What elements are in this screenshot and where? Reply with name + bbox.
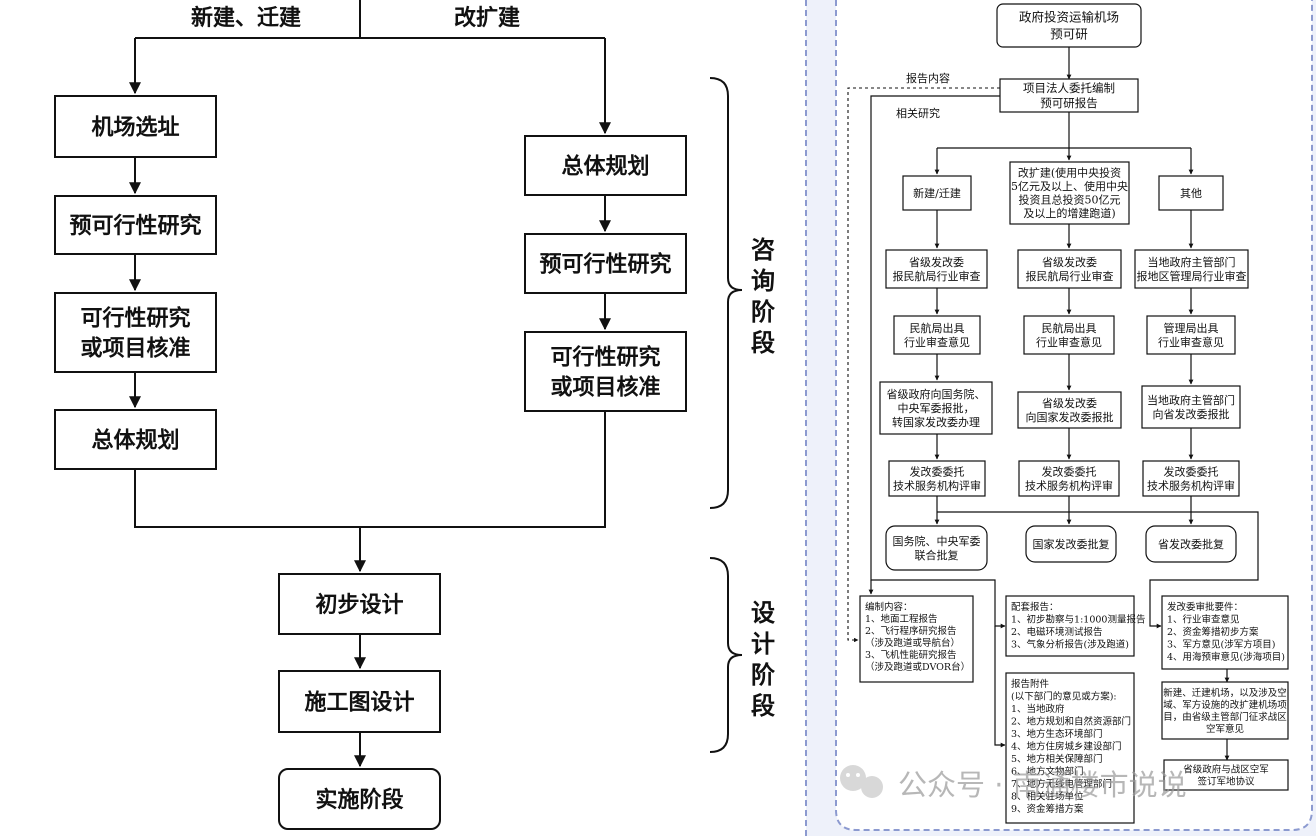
right-top-box: 政府投资运输机场预可研 (996, 3, 1142, 48)
dotted-report-content-link (847, 87, 1000, 643)
col3-step-5-label: 省发改委批复 (1158, 537, 1224, 551)
col3-step-2: 管理局出具行业审查意见 (1146, 315, 1236, 355)
left-new-step-4-label: 总体规划 (91, 427, 179, 453)
col2-step-3-label: 省级发改委向国家发改委报批 (1026, 396, 1114, 424)
label-report-content: 报告内容 (906, 71, 950, 85)
label-related-research: 相关研究 (896, 106, 940, 120)
col1-step-1: 省级发改委报民航局行业审查 (885, 249, 988, 289)
left-new-step-3-label: 可行性研究或项目核准 (80, 305, 190, 361)
left-common-step-3: 实施阶段 (278, 768, 441, 830)
left-common-step-2: 施工图设计 (278, 670, 441, 733)
col1-step-2: 民航局出具行业审查意见 (893, 315, 981, 355)
col1-step-5-label: 国务院、中央军委联合批复 (893, 534, 981, 562)
col2-step-1: 省级发改委报民航局行业审查 (1017, 249, 1122, 289)
col1-step-1-label: 省级发改委报民航局行业审查 (893, 255, 981, 283)
col3-step-5: 省发改委批复 (1145, 525, 1237, 563)
left-expand-step-3: 可行性研究或项目核准 (524, 331, 687, 412)
watermark-text: 公众号 · 南通楼市说说 (898, 768, 1187, 802)
military-note-box-label: 新建、迁建机场，以及涉及空域、军方设施的改扩建机场项目，由省级主管部门征求战区空… (1163, 687, 1287, 735)
left-common-step-1: 初步设计 (278, 573, 441, 635)
left-new-step-2-label: 预可行性研究 (69, 213, 201, 239)
branch-box-3-label: 其他 (1180, 187, 1202, 200)
col2-step-4: 发改委委托技术服务机构评审 (1018, 460, 1120, 497)
commission-box-label: 项目法人委托编制预可研报告 (1023, 81, 1115, 110)
col3-step-1-label: 当地政府主管部门报地区管理局行业审查 (1137, 255, 1247, 283)
phase-label-consulting: 咨询阶段 (751, 235, 775, 357)
col2-step-3: 省级发改委向国家发改委报批 (1017, 391, 1122, 429)
military-agreement-box-label: 省级政府与战区空军签订军地协议 (1183, 763, 1269, 787)
col2-step-5-label: 国家发改委批复 (1033, 537, 1110, 551)
commission-box: 项目法人委托编制预可研报告 (999, 78, 1139, 113)
wechat-icon (840, 765, 866, 791)
col3-step-4-label: 发改委委托技术服务机构评审 (1147, 464, 1235, 492)
col2-step-5: 国家发改委批复 (1025, 525, 1117, 563)
col1-step-2-label: 民航局出具行业审查意见 (904, 321, 970, 349)
col3-step-3: 当地政府主管部门向省发改委报批 (1141, 385, 1241, 429)
left-new-step-4: 总体规划 (54, 409, 217, 470)
col2-step-2-label: 民航局出具行业审查意见 (1036, 321, 1102, 349)
left-common-step-1-label: 初步设计 (315, 592, 403, 618)
left-common-step-2-label: 施工图设计 (304, 689, 414, 715)
branch-label-expansion: 改扩建 (454, 5, 520, 31)
branch-box-3: 其他 (1158, 175, 1224, 211)
left-expand-step-3-label: 可行性研究或项目核准 (550, 344, 660, 400)
col3-step-2-label: 管理局出具行业审查意见 (1158, 321, 1224, 349)
col1-step-4: 发改委委托技术服务机构评审 (888, 460, 986, 497)
col2-step-1-label: 省级发改委报民航局行业审查 (1026, 255, 1114, 283)
col1-step-3: 省级政府向国务院、中央军委报批，转国家发改委办理 (879, 381, 993, 435)
col3-step-4: 发改委委托技术服务机构评审 (1142, 460, 1240, 497)
branch-label-new-relocate: 新建、迁建 (191, 5, 301, 31)
right-top-box-label: 政府投资运输机场预可研 (1019, 10, 1119, 42)
col1-step-4-label: 发改委委托技术服务机构评审 (893, 464, 981, 492)
left-expand-step-2-label: 预可行性研究 (539, 251, 671, 277)
col3-step-1: 当地政府主管部门报地区管理局行业审查 (1134, 249, 1249, 289)
col1-step-3-label: 省级政府向国务院、中央军委报批，转国家发改委办理 (887, 387, 986, 429)
col2-step-4-label: 发改委委托技术服务机构评审 (1025, 464, 1113, 492)
left-new-step-1-label: 机场选址 (91, 114, 179, 140)
military-note-box: 新建、迁建机场，以及涉及空域、军方设施的改扩建机场项目，由省级主管部门征求战区空… (1161, 681, 1289, 740)
left-expand-step-2: 预可行性研究 (524, 233, 687, 294)
left-new-step-1: 机场选址 (54, 95, 217, 158)
branch-box-1-label: 新建/迁建 (913, 186, 961, 200)
phase-label-design: 设计阶段 (751, 598, 775, 720)
military-agreement-box: 省级政府与战区空军签订军地协议 (1163, 759, 1289, 791)
col1-step-5: 国务院、中央军委联合批复 (885, 525, 988, 571)
col3-step-3-label: 当地政府主管部门向省发改委报批 (1147, 393, 1235, 421)
left-expand-step-1-label: 总体规划 (561, 153, 649, 179)
left-new-step-3: 可行性研究或项目核准 (54, 292, 217, 373)
branch-box-1: 新建/迁建 (902, 175, 972, 211)
watermark: 公众号 · 南通楼市说说 (840, 765, 1187, 802)
left-new-step-2: 预可行性研究 (54, 195, 217, 255)
left-common-step-3-label: 实施阶段 (315, 787, 403, 813)
left-expand-step-1: 总体规划 (524, 135, 687, 196)
col2-step-2: 民航局出具行业审查意见 (1023, 315, 1115, 355)
